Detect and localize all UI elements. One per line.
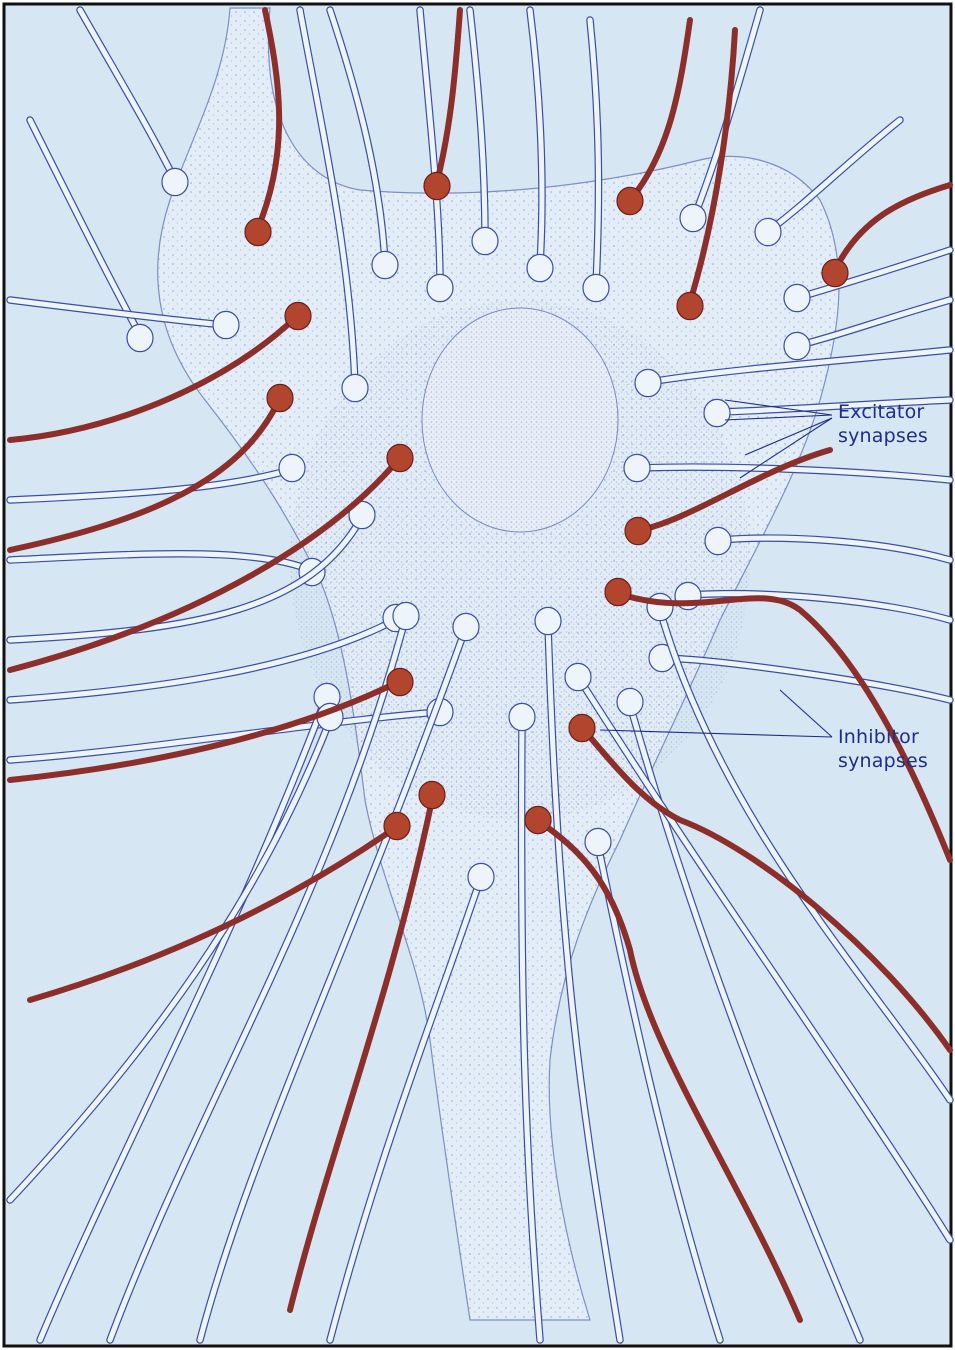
inhibitory-label-line2: synapses [838,749,928,773]
excitatory-bouton [704,399,730,426]
excitatory-bouton [162,168,188,195]
inhibitory-bouton [822,259,848,286]
excitatory-bouton [372,251,398,278]
inhibitory-bouton [384,812,410,839]
excitatory-bouton [784,332,810,359]
excitatory-bouton [527,254,553,281]
inhibitory-bouton [419,781,445,808]
inhibitory-label-line1: Inhibitor [838,725,928,749]
inhibitory-synapses-label: Inhibitor synapses [838,725,928,773]
inhibitory-bouton [677,292,703,319]
inhibitory-bouton [625,517,651,544]
inhibitory-bouton [605,578,631,605]
excitatory-bouton [468,863,494,890]
inhibitory-bouton [387,444,413,471]
excitatory-bouton [624,454,650,481]
excitatory-bouton [472,227,498,254]
excitatory-bouton [647,593,673,620]
excitatory-bouton [585,828,611,855]
excitatory-bouton [279,454,305,481]
inhibitory-bouton [285,302,311,329]
excitatory-bouton [617,688,643,715]
inhibitory-bouton [387,668,413,695]
excitatory-bouton [509,703,535,730]
excitatory-bouton [453,613,479,640]
excitatory-bouton [755,218,781,245]
inhibitory-bouton [267,384,293,411]
excitatory-synapses-label: Excitator synapses [838,400,928,448]
excitatory-bouton [342,374,368,401]
inhibitory-bouton [569,714,595,741]
excitatory-label-line1: Excitator [838,400,928,424]
excitatory-bouton [565,663,591,690]
inhibitory-bouton [424,172,450,199]
excitatory-bouton [127,324,153,351]
inhibitory-bouton [617,187,643,214]
excitatory-bouton [705,527,731,554]
excitatory-bouton [535,607,561,634]
inhibitory-bouton [525,806,551,833]
excitatory-bouton [427,274,453,301]
excitatory-label-line2: synapses [838,424,928,448]
inhibitory-bouton [245,218,271,245]
excitatory-bouton [784,284,810,311]
excitatory-bouton [635,369,661,396]
excitatory-bouton [583,274,609,301]
excitatory-bouton [680,204,706,231]
excitatory-bouton [393,602,419,629]
excitatory-bouton [213,311,239,338]
